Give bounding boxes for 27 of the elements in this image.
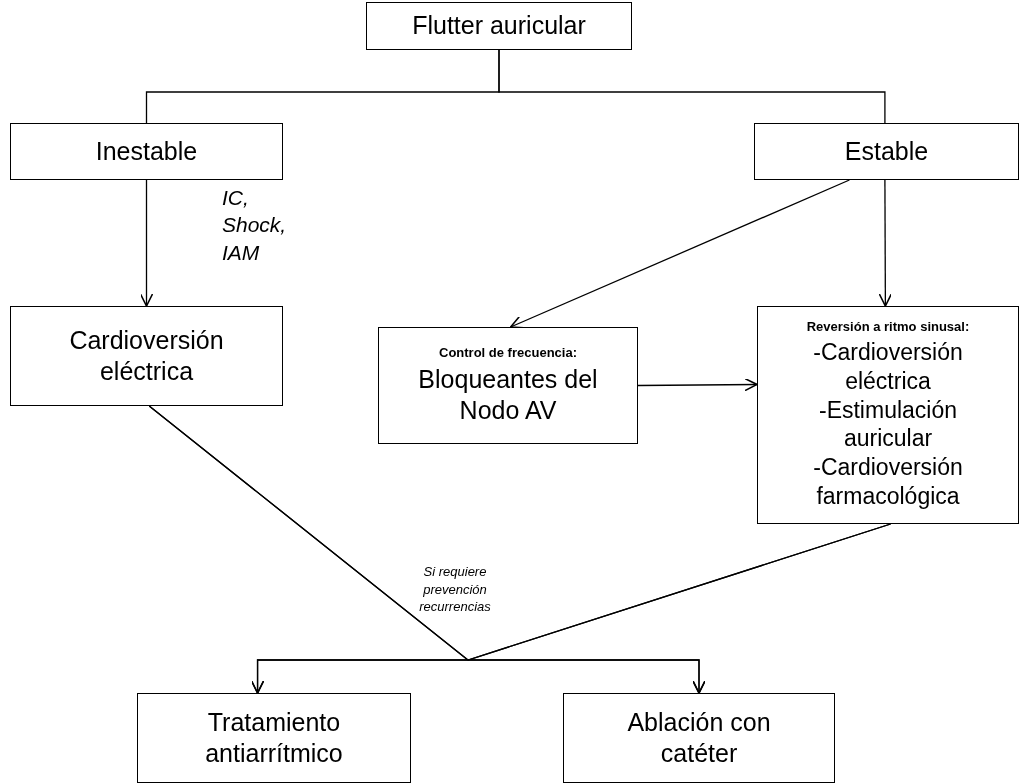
process-box <box>137 693 411 783</box>
box-text: Tratamiento antiarrítmico <box>204 706 344 769</box>
process-box <box>378 327 638 444</box>
box-text: Cardioversión eléctrica <box>68 324 225 387</box>
box-text: Estable <box>844 135 929 167</box>
process-box <box>754 123 1019 180</box>
box-text: Ablación con catéter <box>626 706 772 769</box>
connector-line <box>498 49 886 124</box>
box-text: Inestable <box>95 135 198 167</box>
arrow <box>139 179 154 307</box>
box-text: Bloqueantes del Nodo AV <box>417 363 599 426</box>
process-box <box>366 2 632 50</box>
process-box <box>10 306 283 406</box>
arrow <box>878 179 893 307</box>
box-text: -Estimulación auricular <box>817 395 958 454</box>
process-box <box>757 306 1019 524</box>
arrow <box>637 377 758 392</box>
box-heading: Control de frecuencia: <box>439 344 577 362</box>
arrow <box>467 523 892 694</box>
note-text: Si requiere prevención recurrencias <box>418 563 492 616</box>
process-box <box>563 693 835 783</box>
box-text: Flutter auricular <box>412 10 586 42</box>
box-heading: Reversión a ritmo sinusal: <box>806 319 970 337</box>
process-box <box>10 123 283 180</box>
box-text: -Cardioversión farmacológica <box>812 453 964 511</box>
arrow <box>509 179 851 329</box>
box-text: -Cardioversión eléctrica <box>812 338 964 396</box>
